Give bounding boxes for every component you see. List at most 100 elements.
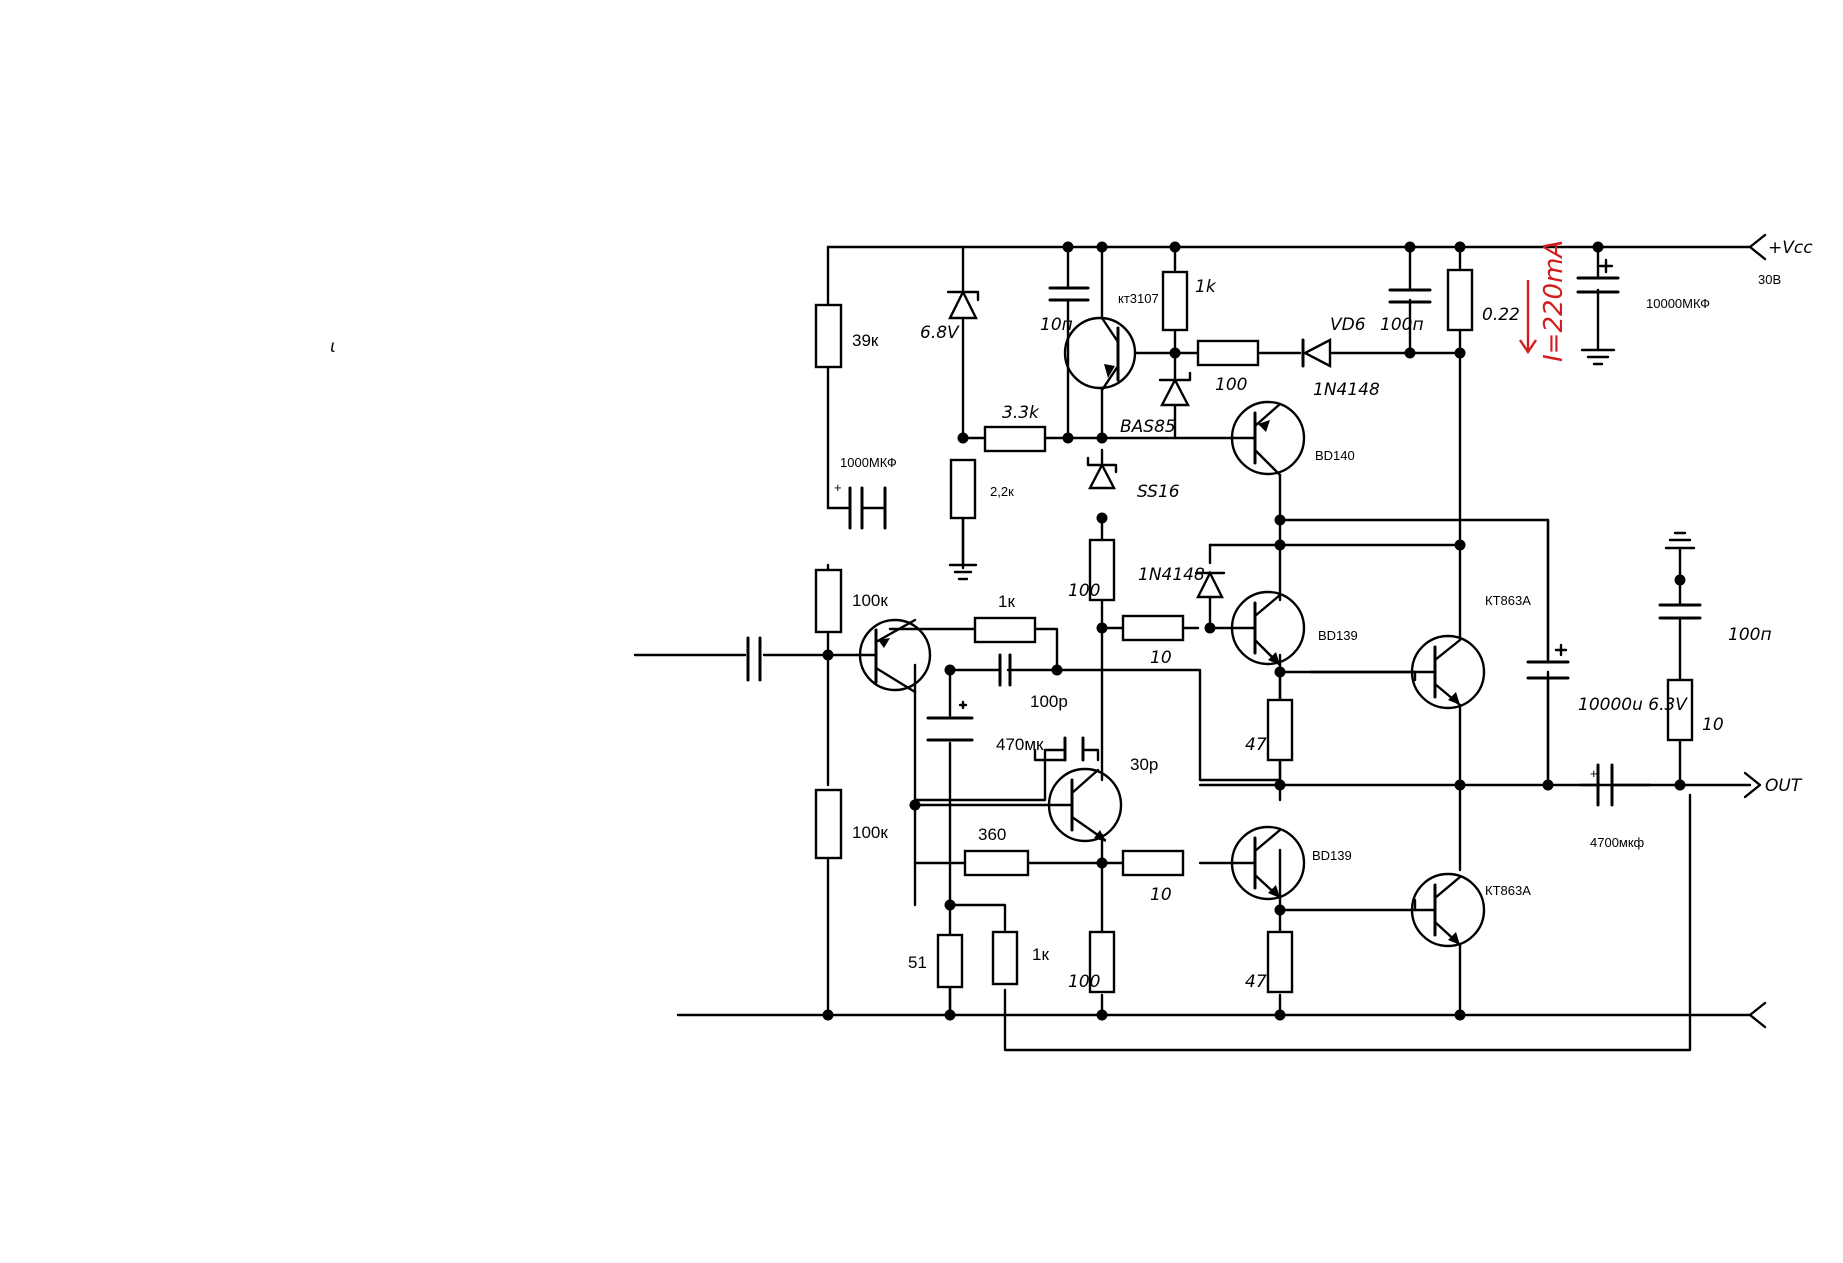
resistor-51 (936, 933, 964, 989)
label-1k-lower: 1к (1032, 945, 1049, 964)
current-arrow-icon (1519, 280, 1537, 355)
label-kt863-upper: КТ863А (1485, 593, 1531, 608)
capacitor-4700 (1596, 763, 1614, 807)
label-51: 51 (908, 953, 927, 972)
transistor-bd139-upper (1208, 590, 1306, 667)
resistors (814, 268, 1694, 994)
label-100-lower: 100 (1068, 972, 1100, 992)
resistor-1k-feedback (973, 616, 1037, 644)
out-terminal-arrow (1743, 771, 1762, 799)
out-label: OUT (1765, 776, 1803, 796)
label-10000-bootstrap: 10000u 6.3V (1578, 695, 1688, 715)
capacitor-30p (1033, 736, 1085, 762)
label-1000mkf: 1000МКФ (840, 455, 897, 470)
current-label: I=220mA (1539, 240, 1569, 362)
plus-1000mkf: + (834, 480, 842, 495)
label-1n4148-mid: 1N4148 (1138, 565, 1205, 585)
label-100n-top: 100п (1380, 315, 1424, 335)
ground-symbol-2-2k (948, 563, 978, 581)
resistor-100-lower (1088, 930, 1116, 994)
terminals (1743, 233, 1767, 1029)
resistor-100k-bot (814, 788, 843, 860)
label-2-2k: 2,2к (990, 484, 1014, 499)
label-10-upper: 10 (1150, 648, 1172, 668)
diode-vd6 (1301, 338, 1332, 368)
capacitor-10n (1048, 286, 1090, 302)
capacitor-100n-top (1388, 288, 1432, 304)
resistor-100k-top (814, 568, 843, 634)
resistor-10-lower (1121, 849, 1185, 877)
stray-mark: ι (330, 337, 336, 357)
resistor-1k-lower (991, 930, 1019, 986)
label-bas85: BAS85 (1120, 417, 1176, 437)
resistor-47-upper (1266, 698, 1294, 762)
wires (633, 245, 1752, 1052)
ground-symbol-zobel (1664, 531, 1696, 557)
diode-bas85 (1158, 371, 1192, 407)
label-30p: 30р (1130, 755, 1158, 774)
capacitor-100p (998, 653, 1012, 687)
label-100n-zobel: 100п (1728, 625, 1772, 645)
capacitor-10000-supply (1576, 258, 1620, 366)
label-100-base: 100 (1215, 375, 1247, 395)
label-1n4148-top: 1N4148 (1313, 380, 1380, 400)
capacitor-470 (926, 700, 974, 742)
resistor-0-22 (1446, 268, 1474, 332)
transistor-bd139-lower (1230, 825, 1306, 901)
resistor-360 (963, 849, 1030, 877)
resistor-47-lower (1266, 930, 1294, 994)
label-bd139-upper: BD139 (1318, 628, 1358, 643)
label-ss16: SS16 (1137, 482, 1180, 502)
label-bd140: BD140 (1315, 448, 1355, 463)
resistor-10-upper (1121, 614, 1185, 642)
transistors (855, 316, 1486, 948)
label-4700: 4700мкф (1590, 835, 1645, 850)
label-10n: 10п (1040, 315, 1073, 335)
label-470: 470мк (996, 735, 1044, 754)
label-3-3k: 3.3k (1002, 403, 1040, 423)
label-10-zobel: 10 (1702, 715, 1724, 735)
capacitor-100n-zobel (1658, 603, 1702, 620)
capacitor-input (746, 636, 762, 682)
transistor-kt863-upper (1308, 634, 1486, 710)
transistor-bd140 (1198, 400, 1306, 477)
label-47-lower: 47 (1245, 972, 1267, 992)
resistor-2-2k (949, 458, 977, 520)
label-100k-top: 100к (852, 591, 888, 610)
diode-ss16 (1086, 456, 1118, 490)
label-10000-supply: 10000МКФ (1646, 296, 1710, 311)
label-360: 360 (978, 825, 1006, 844)
label-100p: 100р (1030, 692, 1068, 711)
label-39k: 39к (852, 331, 879, 350)
label-zener: 6.8V (920, 323, 960, 343)
diodes (946, 289, 1332, 599)
label-47-upper: 47 (1245, 735, 1267, 755)
resistor-3-3k (983, 425, 1047, 453)
capacitors (746, 258, 1702, 807)
label-100-upper: 100 (1068, 581, 1100, 601)
label-kt3107: кт3107 (1118, 291, 1159, 306)
resistor-10-zobel (1666, 678, 1694, 742)
capacitor-10000-bootstrap (1526, 643, 1570, 680)
label-vd6: VD6 (1330, 315, 1366, 335)
resistor-39k (814, 303, 843, 369)
resistor-100-base (1196, 339, 1260, 367)
junction-dots (822, 241, 1686, 1021)
resistor-100-upper (1088, 538, 1116, 602)
vcc-terminal-arrow (1748, 233, 1767, 261)
vcc-label: +Vcc (1768, 238, 1813, 258)
plus-4700: + (1590, 766, 1598, 781)
label-kt863-lower: КТ863А (1485, 883, 1531, 898)
label-100k-bot: 100к (852, 823, 888, 842)
label-1k-bias: 1k (1195, 277, 1217, 297)
labels: +Vcc 30В OUT I=220mA ι 39к 100к 100к 1к … (330, 238, 1813, 992)
transistor-kt863-lower (1410, 872, 1486, 948)
capacitor-1000 (826, 486, 887, 530)
transistor-vas (913, 767, 1123, 843)
label-10-lower: 10 (1150, 885, 1172, 905)
label-0-22: 0.22 (1482, 305, 1520, 325)
ground-terminal-arrow (1748, 1001, 1767, 1029)
ground-symbols (948, 531, 1696, 581)
resistor-1k-bias (1161, 270, 1189, 332)
